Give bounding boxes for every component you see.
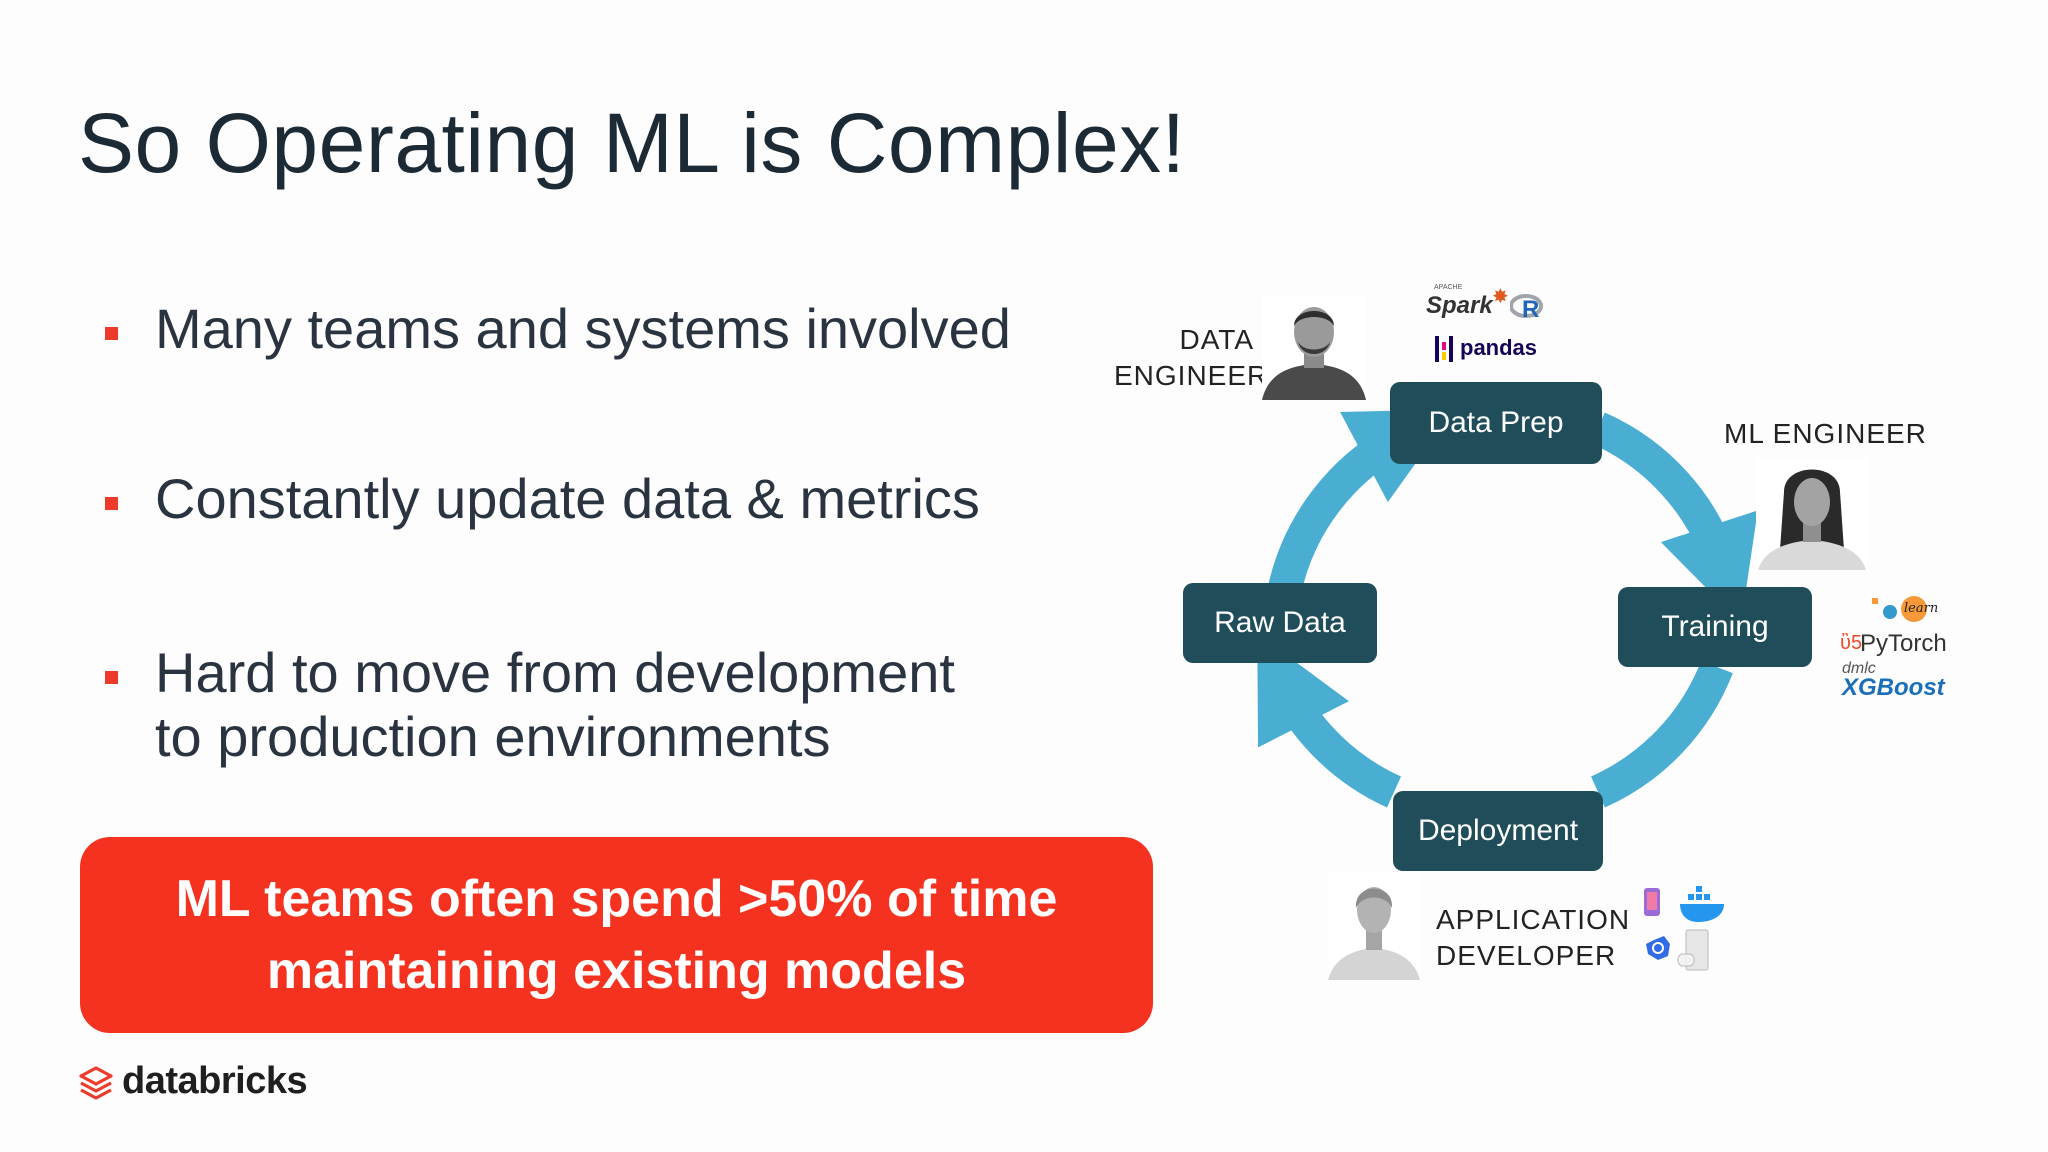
r-logo-label: R [1522,296,1540,323]
sklearn-icon [1872,596,1927,622]
sklearn-label: learn [1904,601,1939,616]
role-line: DATA [1179,324,1254,355]
pytorch-label: PyTorch [1860,630,1947,657]
spark-label: Spark [1426,292,1493,319]
r-logo: R [1510,292,1546,323]
arrow-training-to-deployment [1590,660,1733,808]
pandas-bars-icon [1435,336,1453,362]
role-line: APPLICATION [1436,904,1631,935]
node-deployment: Deployment [1393,791,1603,871]
role-application-developer: APPLICATION DEVELOPER [1436,902,1630,974]
callout-banner: ML teams often spend >50% of time mainta… [80,837,1153,1033]
bullet-marker [105,497,118,510]
deployment-tools-icons [1644,886,1724,971]
xgboost-label: XGBoost [1842,674,1945,701]
arrow-raw-data-to-data-prep [1268,409,1455,593]
bullet-marker [105,327,118,340]
bullet-text: Hard to move from development [155,641,955,704]
application-developer-photo-icon [1328,872,1420,980]
role-line: ENGINEER [1114,360,1269,391]
mobile-phone-icon [1644,888,1660,916]
databricks-logo: databricks [78,1060,308,1103]
pandas-label: pandas [1460,335,1538,360]
slide-title: So Operating ML is Complex! [78,96,1186,190]
spark-star-icon: ✸ [1492,286,1509,308]
dmlc-label: dmlc [1842,660,1876,677]
bullet-text-continued: to production environments [155,705,831,768]
bullet-text: Constantly update data & metrics [155,467,980,530]
arrow-deployment-to-raw-data [1257,633,1402,808]
game-console-icon [1677,929,1709,971]
node-raw-data: Raw Data [1183,583,1377,663]
databricks-logo-icon [79,1065,113,1100]
pytorch-flame-icon: ὒ5 [1840,632,1863,654]
arrow-data-prep-to-training [1590,412,1758,624]
spark-apache-label: APACHE [1434,284,1463,291]
kubernetes-icon [1646,936,1670,960]
node-data-prep: Data Prep [1390,382,1602,464]
bullet-marker [105,671,118,684]
databricks-wordmark: databricks [122,1060,308,1102]
role-data-engineer: DATA ENGINEER [1114,322,1269,394]
callout-line-1: ML teams often spend >50% of time [175,870,1058,928]
role-line: DEVELOPER [1436,940,1617,971]
node-training: Training [1618,587,1812,667]
docker-icon [1680,886,1724,922]
ml-engineer-photo-icon [1756,458,1868,570]
r-logo-ring-icon [1510,294,1543,318]
bullet-text: Many teams and systems involved [155,297,1011,360]
data-engineer-photo-icon [1262,296,1366,400]
role-ml-engineer: ML ENGINEER [1724,418,1927,449]
callout-line-2: maintaining existing models [266,942,967,1000]
